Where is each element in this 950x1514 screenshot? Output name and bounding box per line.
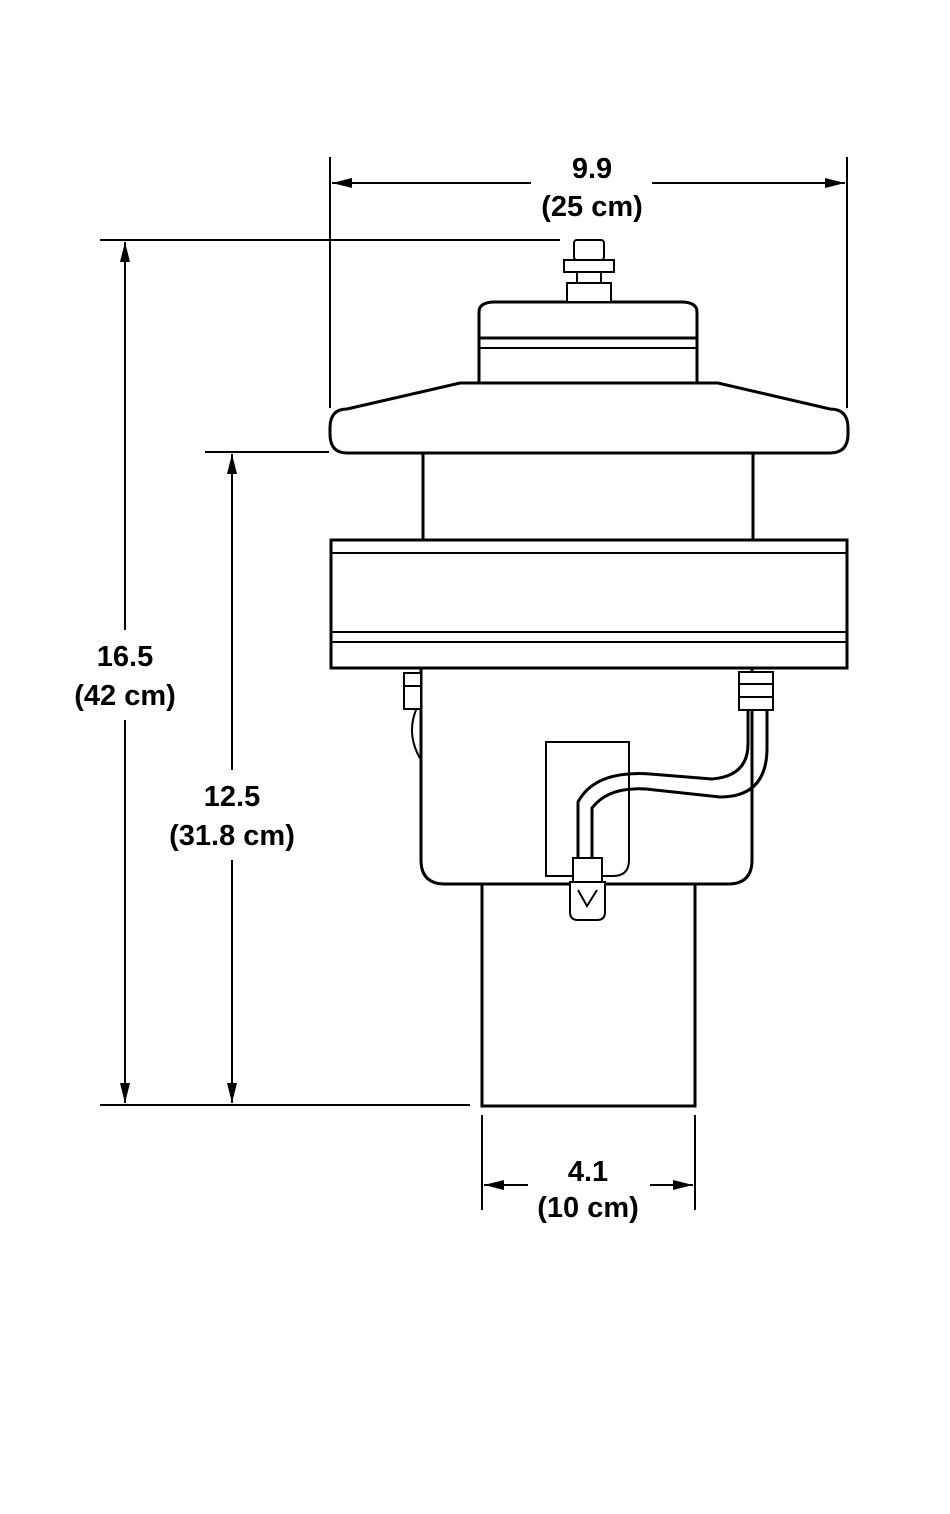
- stopper-cap: [479, 338, 697, 383]
- height-body-metric: (31.8 cm): [169, 820, 295, 852]
- dimension-height-total: 16.5 (42 cm): [74, 641, 176, 712]
- height-total-metric: (42 cm): [74, 680, 176, 712]
- right-fitting: [739, 672, 773, 710]
- width-outlet-value: 4.1: [568, 1156, 608, 1188]
- neck: [423, 451, 753, 540]
- height-total-value: 16.5: [97, 641, 153, 673]
- height-body-value: 12.5: [204, 781, 260, 813]
- dimension-width-total: 9.9 (25 cm): [541, 153, 643, 223]
- stopper-dome: [479, 302, 697, 338]
- dimension-width-outlet: 4.1 (10 cm): [537, 1156, 639, 1224]
- width-outlet-metric: (10 cm): [537, 1192, 639, 1224]
- collar-band: [331, 540, 847, 668]
- bottom-nozzle: [570, 882, 605, 920]
- control-box: [546, 742, 629, 876]
- left-fitting: [404, 673, 421, 709]
- dimension-height-body: 12.5 (31.8 cm): [169, 781, 295, 852]
- sink-flange: [330, 383, 848, 453]
- width-total-value: 9.9: [572, 153, 612, 185]
- knob-top: [574, 240, 604, 260]
- knob-stem: [577, 272, 601, 283]
- knob-base: [567, 283, 611, 302]
- width-total-metric: (25 cm): [541, 191, 643, 223]
- bottom-fitting: [573, 858, 602, 882]
- disposer-unit: [330, 240, 848, 1106]
- knob-ring: [564, 260, 614, 272]
